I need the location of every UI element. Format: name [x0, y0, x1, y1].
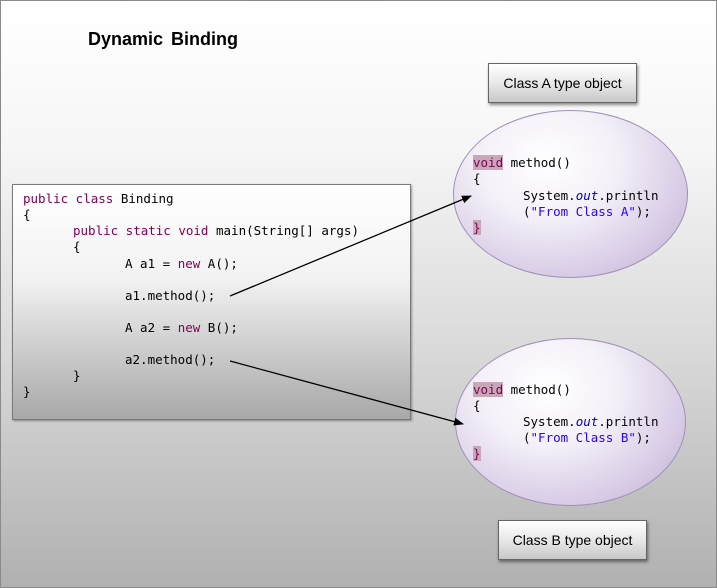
code-text: (: [523, 204, 531, 219]
code-line-7: A a2 = new B();: [125, 320, 238, 336]
class-b-open-brace: {: [473, 398, 481, 413]
code-text: main(String[] args): [208, 223, 359, 238]
class-a-println-arg: ("From Class A");: [523, 204, 651, 220]
code-line-a2-method: a2.method();: [125, 352, 216, 367]
code-text: }: [473, 220, 481, 235]
code-text: A a2 =: [125, 320, 178, 335]
keyword: public class: [23, 191, 114, 206]
class-b-object-ellipse: [455, 338, 686, 506]
code-text: .println: [598, 188, 659, 203]
diagram-title: Dynamic Binding: [88, 29, 239, 49]
code-text: System.: [523, 414, 576, 429]
class-a-object-ellipse: [453, 110, 688, 278]
class-b-label: Class B type object: [498, 520, 647, 560]
class-a-method-signature: void method(): [473, 155, 571, 171]
keyword: public static void: [73, 223, 209, 238]
class-a-close-brace: }: [473, 220, 481, 236]
arrow-a2-to-class-b: [229, 360, 464, 426]
class-b-println-arg: ("From Class B");: [523, 430, 651, 446]
code-text: Binding: [113, 191, 174, 206]
code-text: method(): [503, 155, 571, 170]
keyword: new: [177, 256, 201, 271]
code-text: B();: [200, 320, 238, 335]
code-text: .println: [598, 414, 659, 429]
class-b-println: System.out.println: [523, 414, 658, 430]
class-b-close-brace: }: [473, 446, 481, 462]
string-literal: "From Class A": [530, 204, 636, 219]
code-text: A();: [200, 256, 238, 271]
static-field: out: [575, 188, 599, 203]
arrow-a1-to-class-a: [229, 195, 472, 297]
string-literal: "From Class B": [530, 430, 636, 445]
binding-class-code-box: public class Binding { public static voi…: [12, 184, 411, 420]
code-text: A a1 =: [125, 256, 178, 271]
class-b-method-signature: void method(): [473, 382, 571, 398]
code-line-3: public static void main(String[] args): [73, 223, 359, 239]
keyword: void: [473, 155, 504, 170]
keyword: void: [473, 382, 504, 397]
code-line-5: A a1 = new A();: [125, 256, 238, 272]
code-line-2: {: [23, 207, 31, 222]
class-a-open-brace: {: [473, 171, 481, 186]
code-text: System.: [523, 188, 576, 203]
class-a-println: System.out.println: [523, 188, 658, 204]
code-line-a1-method: a1.method();: [125, 288, 216, 303]
code-line-10: }: [23, 384, 31, 399]
code-text: (: [523, 430, 531, 445]
keyword: new: [177, 320, 201, 335]
class-a-label: Class A type object: [488, 63, 637, 103]
code-text: }: [473, 446, 481, 461]
code-line-1: public class Binding: [23, 191, 174, 207]
code-line-9: }: [73, 368, 81, 383]
code-text: );: [635, 204, 651, 219]
code-line-4: {: [73, 239, 81, 254]
static-field: out: [575, 414, 599, 429]
code-text: method(): [503, 382, 571, 397]
code-text: );: [635, 430, 651, 445]
